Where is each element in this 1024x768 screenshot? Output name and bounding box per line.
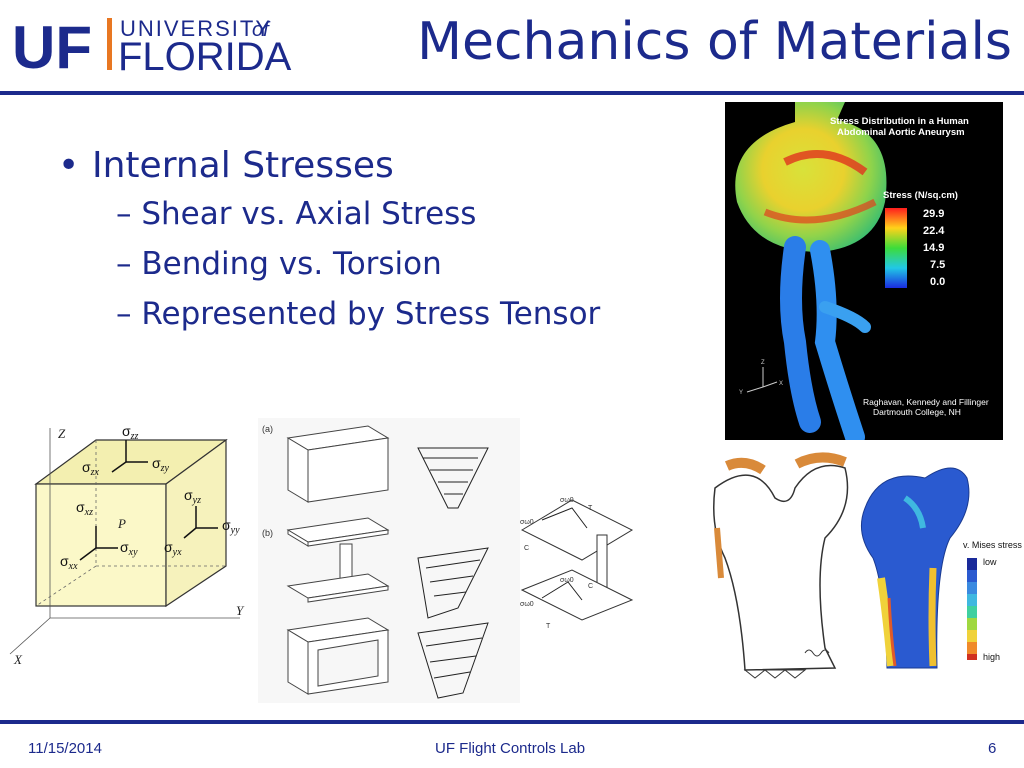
ibeam-sigma-bottom: σω0	[520, 601, 534, 608]
bullet-main: •Internal Stresses	[58, 145, 394, 186]
sigma-xy: σxy	[120, 539, 138, 558]
logo-university-text: UNIVERSITY	[120, 16, 272, 41]
aneurysm-axis-x: X	[779, 381, 783, 387]
ibeam-bending-diagram: σω0 T σω0 C σω0 C σω0 T	[520, 497, 634, 630]
femur-legend-title: v. Mises stress	[963, 540, 1022, 550]
header-rule	[0, 91, 1024, 95]
footer-date: 11/15/2014	[28, 740, 102, 757]
femur-color-scale	[967, 558, 977, 660]
beam-label-b: (b)	[262, 528, 273, 538]
cube-axis-z: Z	[58, 426, 66, 441]
logo-uf-text: UF	[12, 14, 92, 76]
sigma-zz: σzz	[122, 423, 139, 442]
aneurysm-legend-value-3: 14.9	[923, 242, 944, 254]
aneurysm-legend-value-2: 22.4	[923, 225, 945, 237]
sigma-xx: σxx	[60, 553, 78, 572]
femur-legend-high: high	[983, 652, 1000, 662]
beam-label-a: (a)	[262, 424, 273, 434]
ibeam-c-mid: C	[588, 583, 593, 590]
sigma-zx: σzx	[82, 459, 100, 478]
ibeam-sigma-top: σω0	[560, 497, 574, 504]
footer-page-number: 6	[988, 740, 997, 757]
cube-point-p: P	[117, 516, 126, 531]
aneurysm-title-1: Stress Distribution in a Human	[830, 116, 969, 127]
logo-of-text: of	[252, 19, 271, 41]
ibeam-sigma-left: σω0	[520, 519, 534, 526]
aneurysm-axis-z: Z	[761, 360, 765, 366]
ibeam-c-left: C	[524, 545, 529, 552]
ibeam-t-bottom: T	[546, 623, 551, 630]
cube-axis-x: X	[13, 652, 23, 667]
bullet-sub-1: – Shear vs. Axial Stress	[116, 196, 477, 232]
aneurysm-credit-1: Raghavan, Kennedy and Fillinger	[863, 397, 989, 407]
aneurysm-legend-value-1: 29.9	[923, 208, 944, 220]
femur-legend-low: low	[983, 557, 997, 567]
slide-title: Mechanics of Materials	[417, 12, 1012, 72]
uf-logo: UF UNIVERSITY of FLORIDA	[12, 14, 292, 76]
ibeam-t-top: T	[588, 505, 593, 512]
aneurysm-legend-title: Stress (N/sq.cm)	[883, 190, 958, 201]
bullet-main-text: Internal Stresses	[92, 145, 394, 186]
bullet-list: •Internal Stresses – Shear vs. Axial Str…	[58, 145, 698, 346]
femur-fem-model	[860, 467, 970, 669]
femur-stress-image: v. Mises stress low high	[713, 452, 1022, 679]
aneurysm-title-2: Abdominal Aortic Aneurysm	[837, 127, 965, 138]
sigma-yx: σyx	[164, 539, 182, 558]
aneurysm-color-scale	[885, 208, 907, 288]
footer-lab: UF Flight Controls Lab	[435, 740, 586, 757]
logo-divider	[107, 18, 112, 70]
stress-cube-diagram: Z Y X P σzz σzx σzy σxz σyz σyy σxx σxy …	[9, 423, 245, 667]
aneurysm-credit-2: Dartmouth College, NH	[873, 407, 961, 417]
aneurysm-legend-value-5: 0.0	[930, 276, 945, 288]
footer-rule	[0, 720, 1024, 724]
logo-florida-text: FLORIDA	[118, 35, 292, 76]
aneurysm-axis-y: Y	[739, 390, 743, 396]
aneurysm-legend-value-4: 7.5	[930, 259, 945, 271]
bullet-sub-3: – Represented by Stress Tensor	[116, 296, 601, 332]
beam-shear-diagrams: (a) (b)	[258, 418, 520, 703]
femur-outline-model	[713, 452, 849, 679]
bullet-sub-2-text: Bending vs. Torsion	[141, 246, 442, 282]
bullet-sub-1-text: Shear vs. Axial Stress	[141, 196, 477, 232]
sigma-zy: σzy	[152, 455, 170, 474]
aneurysm-axis-triad	[746, 367, 778, 393]
sigma-xz: σxz	[76, 499, 93, 518]
ibeam-sigma-mid: σω0	[560, 577, 574, 584]
sigma-yz: σyz	[184, 487, 201, 506]
bullet-sub-3-text: Represented by Stress Tensor	[141, 296, 601, 332]
bullet-sub-2: – Bending vs. Torsion	[116, 246, 442, 282]
sigma-yy: σyy	[222, 517, 240, 536]
cube-axis-y: Y	[236, 603, 245, 618]
aneurysm-stress-image: Stress Distribution in a Human Abdominal…	[725, 102, 1003, 440]
